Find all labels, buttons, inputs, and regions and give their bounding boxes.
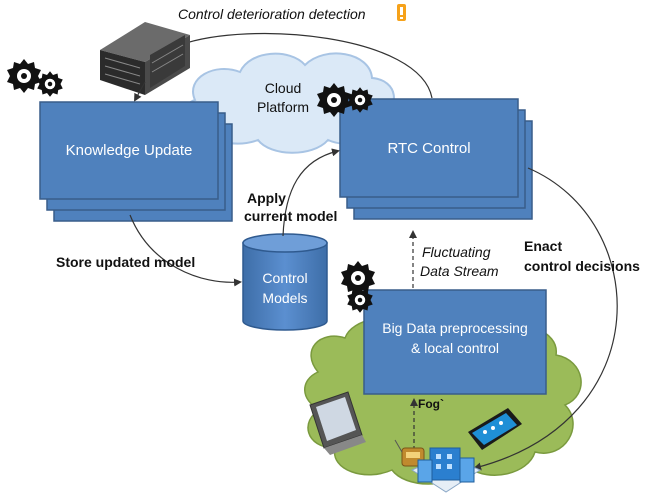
gear-icon (7, 59, 63, 97)
fog-label: Fog` (418, 397, 444, 411)
stream-label-line2: Data Stream (420, 263, 499, 279)
enact-label-line2: control decisions (524, 258, 640, 274)
server-rack-icon (100, 22, 190, 95)
building-icon (410, 447, 482, 493)
control-models-database (242, 233, 328, 331)
database-label-line2: Models (262, 290, 308, 306)
tablet-icon (309, 391, 366, 455)
gear-icon (341, 261, 375, 313)
store-model-arrow (129, 214, 242, 287)
knowledge-update-label: Knowledge Update (65, 142, 193, 159)
apply-model-arrow (282, 148, 340, 237)
smartphone-icon (468, 408, 522, 450)
rtc-control-box (339, 98, 533, 220)
enact-arrow (473, 167, 618, 471)
knowledge-update-box (39, 101, 233, 222)
enact-label-line1: Enact (524, 238, 563, 254)
bigdata-label-line2: & local control (411, 340, 499, 356)
apply-label-line1: Apply (247, 190, 286, 206)
detection-label: Control deterioration detection (178, 6, 366, 22)
cloud-label-line1: Cloud (264, 80, 302, 96)
big-data-box (363, 289, 547, 395)
stream-label-line1: Fluctuating (422, 244, 491, 260)
database-label-line1: Control (262, 270, 308, 286)
store-label: Store updated model (56, 254, 196, 270)
bigdata-label-line1: Big Data preprocessing (382, 320, 528, 336)
server-to-knowledge-arrow (134, 81, 146, 102)
detection-arrow (178, 32, 433, 99)
rtc-control-label: RTC Control (387, 140, 471, 157)
apply-label-line2: current model (244, 208, 338, 224)
warning-icon (397, 4, 406, 21)
cloud-label-line2: Platform (256, 99, 310, 115)
